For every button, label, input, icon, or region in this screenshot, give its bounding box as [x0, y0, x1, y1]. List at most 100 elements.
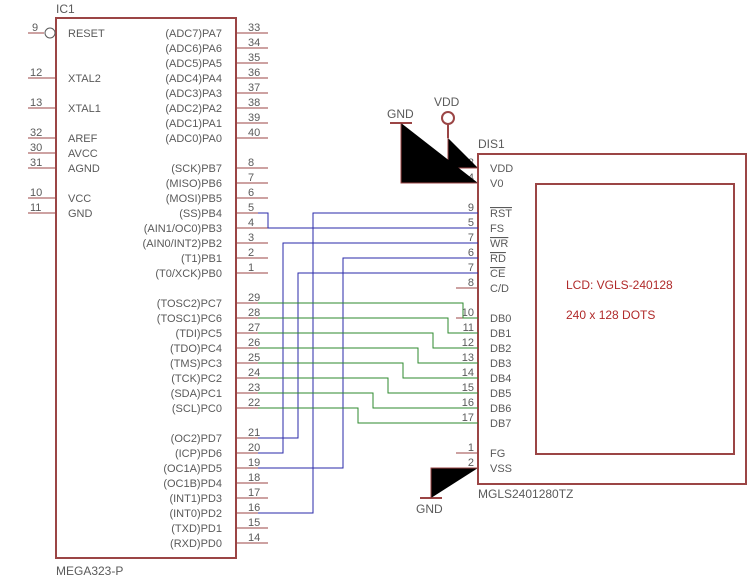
- dis1-value: MGLS2401280TZ: [478, 487, 573, 501]
- dis1-pin-num: 6: [468, 247, 474, 259]
- ic1-pin-num: 20: [248, 442, 260, 454]
- dis1-pin-label: DB2: [490, 343, 511, 355]
- net-db2: [258, 332, 478, 349]
- reset-bubble: [44, 27, 56, 39]
- ic1-pin-label: (TDI)PC5: [176, 328, 222, 340]
- ic1-pin-num: 7: [248, 172, 254, 184]
- dis1-pin-label: VSS: [490, 463, 512, 475]
- net-v0-gnd: [400, 123, 478, 184]
- ic1-pin-num: 39: [248, 112, 260, 124]
- ic1-pin-label: (OC1A)PD5: [163, 463, 222, 475]
- dis1-pin-num: 5: [468, 217, 474, 229]
- dis1-pin-label: RST: [490, 208, 512, 220]
- ic1-pin-label: (AIN0/INT2)PB2: [143, 238, 222, 250]
- ic1-pin-num: 21: [248, 427, 260, 439]
- ic1-pin-label: (SCL)PC0: [172, 403, 222, 415]
- dis1-pin-label: V0: [490, 178, 503, 190]
- ic1-pin-num: 36: [248, 67, 260, 79]
- ic1-pin-num: 22: [248, 397, 260, 409]
- power-nets: [400, 123, 478, 498]
- ic1-pin-num: 14: [248, 532, 260, 544]
- control-nets: [258, 212, 478, 514]
- dis1-pin-label: DB3: [490, 358, 511, 370]
- ic1-pin-label: (MOSI)PB5: [166, 193, 222, 205]
- ic1-pin-label: (OC1B)PD4: [163, 478, 222, 490]
- data-nets: [258, 302, 478, 424]
- dis1-pin-num: 9: [468, 202, 474, 214]
- dis1-pin-num: 7: [468, 232, 474, 244]
- net-ce: [258, 272, 478, 439]
- ic1-pin-label: (TXD)PD1: [171, 523, 222, 535]
- dis1-pin-label: DB5: [490, 388, 511, 400]
- dis1-pin-num: 16: [462, 397, 474, 409]
- ic1-pin-num: 31: [30, 157, 42, 169]
- ic1-pin-num: 38: [248, 97, 260, 109]
- lcd-screen: [535, 183, 735, 455]
- ic1-pin-num: 10: [30, 187, 42, 199]
- ic1-pin-label: (MISO)PB6: [166, 178, 222, 190]
- ic1-pin-label: (ADC6)PA6: [165, 43, 222, 55]
- ic1-pin-label: RESET: [68, 28, 105, 40]
- net-db4: [258, 362, 478, 379]
- vdd-label: VDD: [434, 95, 460, 109]
- ic1-pin-label: (ADC4)PA4: [165, 73, 222, 85]
- ic1-pin-label: (TOSC1)PC6: [157, 313, 222, 325]
- dis1-pin-num: 17: [462, 412, 474, 424]
- gnd-top-label: GND: [387, 107, 414, 121]
- net-db3: [258, 347, 478, 364]
- ic1-pin-num: 40: [248, 127, 260, 139]
- ic1-pin-num: 30: [30, 142, 42, 154]
- ic1: IC1 MEGA323-P 9 RESET 12 XTAL2 13 XTAL1 …: [28, 2, 268, 578]
- dis1-pin-label: VDD: [490, 163, 513, 175]
- dis1-pin-label: DB0: [490, 313, 511, 325]
- ic1-pin-num: 1: [248, 262, 254, 274]
- net-db7: [258, 407, 478, 424]
- gnd-symbol-top: GND: [387, 107, 414, 124]
- ic1-pin-num: 29: [248, 292, 260, 304]
- ic1-pin-num: 32: [30, 127, 42, 139]
- ic1-pin-label: (TMS)PC3: [170, 358, 222, 370]
- ic1-pin-label: (RXD)PD0: [170, 538, 222, 550]
- dis1-pin-label: DB7: [490, 418, 511, 430]
- ic1-pin-num: 11: [30, 202, 41, 214]
- dis1: DIS1 MGLS2401280TZ LCD: VGLS-240128 240 …: [456, 137, 747, 501]
- dis1-pin-label: FG: [490, 448, 505, 460]
- dis1-pin-num: 15: [462, 382, 474, 394]
- vdd-symbol: VDD: [434, 95, 460, 138]
- dis1-pin-label: CE: [490, 268, 505, 280]
- dis1-pin-label: DB4: [490, 373, 511, 385]
- ic1-pin-label: (SDA)PC1: [171, 388, 222, 400]
- ic1-pin-label: (SCK)PB7: [171, 163, 222, 175]
- net-db6: [258, 392, 478, 409]
- ic1-pin-num: 12: [30, 67, 42, 79]
- ic1-pin-num: 4: [248, 217, 254, 229]
- ic1-pin-label: (T1)PB1: [181, 253, 222, 265]
- dis1-body: [477, 153, 747, 485]
- dis1-pin-label: C/D: [490, 283, 509, 295]
- ic1-pin-num: 13: [30, 97, 42, 109]
- net-db1: [258, 317, 478, 334]
- vdd-circle: [441, 111, 455, 125]
- ic1-pin-label: (T0/XCK)PB0: [155, 268, 222, 280]
- ic1-pin-label: (ADC2)PA2: [165, 103, 222, 115]
- ic1-pin-label: VCC: [68, 193, 91, 205]
- ic1-pin-num: 19: [248, 457, 260, 469]
- ic1-pin-label: (ADC5)PA5: [165, 58, 222, 70]
- dis1-pin-num: 7: [468, 262, 474, 274]
- ic1-pin-label: (ADC0)PA0: [165, 133, 222, 145]
- ic1-pin-label: AGND: [68, 163, 100, 175]
- ic1-pin-num: 34: [248, 37, 260, 49]
- ic1-pin-label: (ADC1)PA1: [165, 118, 222, 130]
- ic1-pin-label: (SS)PB4: [179, 208, 222, 220]
- ic1-pin-num: 17: [248, 487, 260, 499]
- ic1-pin-num: 25: [248, 352, 260, 364]
- lcd-resolution-label: 240 x 128 DOTS: [566, 308, 655, 322]
- gnd-bottom-label: GND: [416, 502, 443, 516]
- net-db5: [258, 377, 478, 394]
- ic1-pin-num: 16: [248, 502, 260, 514]
- dis1-pin-label: DB6: [490, 403, 511, 415]
- net-vss-gnd: [430, 467, 478, 498]
- ic1-pin-num: 5: [248, 202, 254, 214]
- ic1-name: IC1: [56, 2, 75, 16]
